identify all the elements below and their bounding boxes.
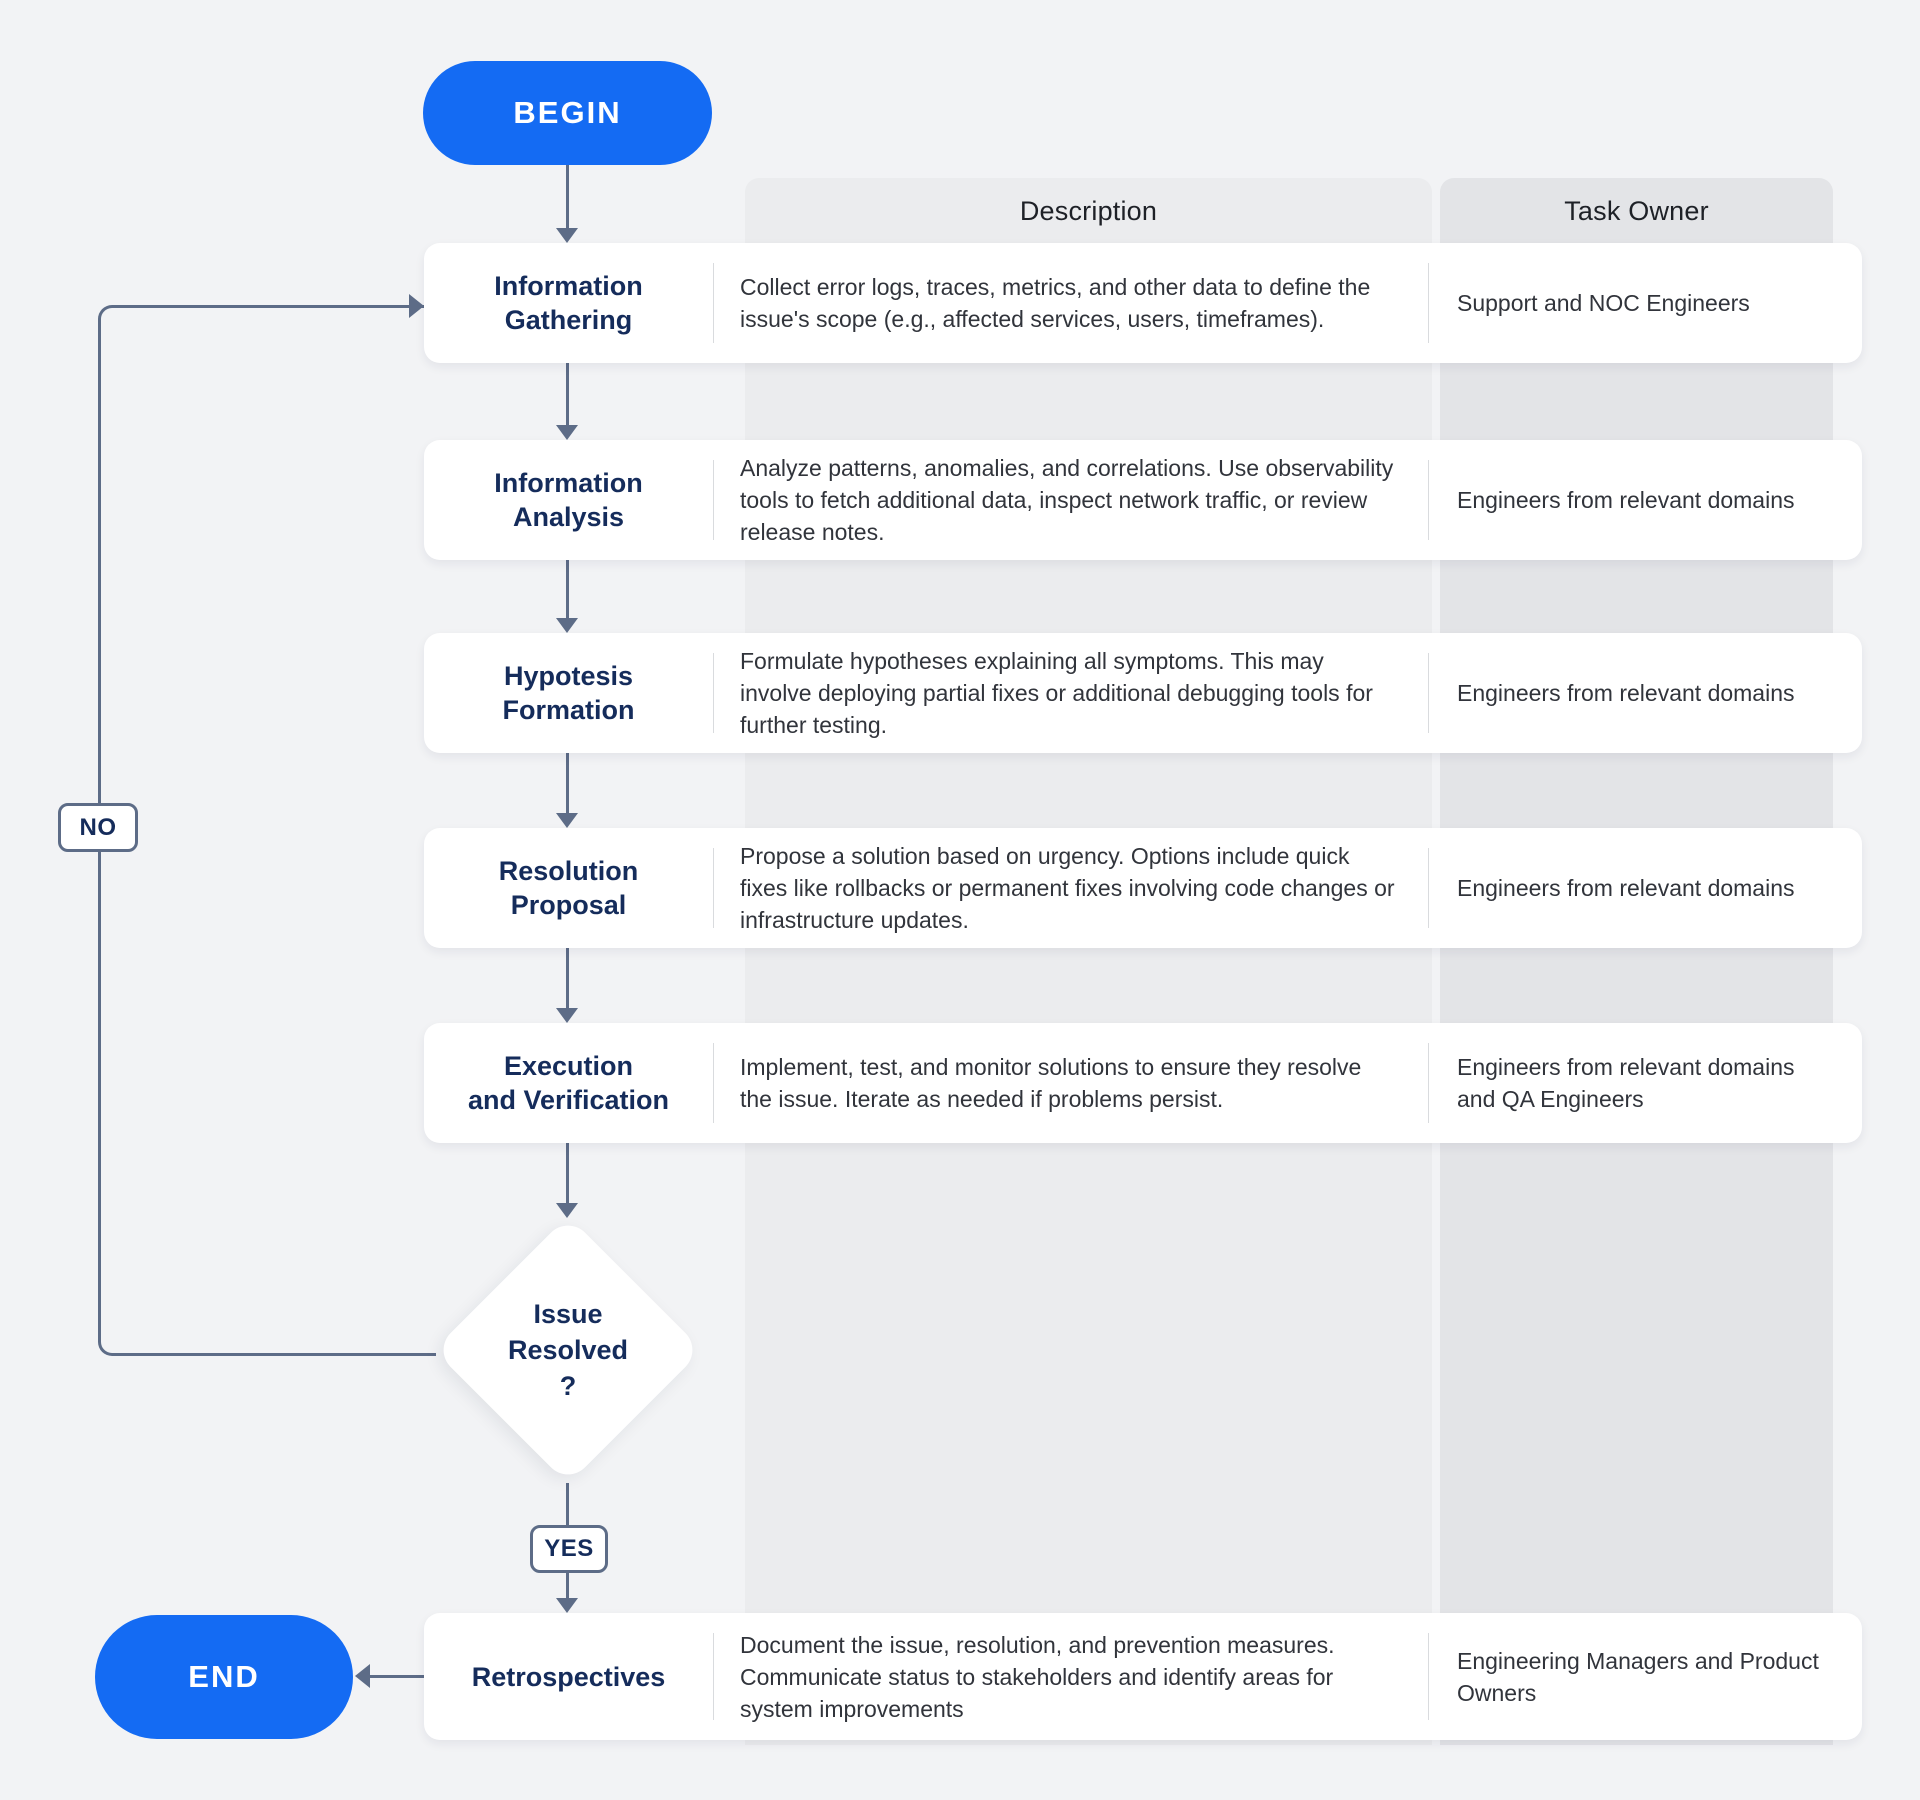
card-divider	[713, 263, 714, 343]
column-band-description	[745, 178, 1432, 1745]
card-divider	[1428, 1043, 1429, 1123]
arrowhead-into-information-gathering	[409, 294, 424, 318]
arrowhead-step4	[556, 813, 578, 828]
step-description: Analyze patterns, anomalies, and correla…	[740, 455, 1394, 545]
arrowhead-step3	[556, 618, 578, 633]
step-owner: Support and NOC Engineers	[1457, 290, 1750, 316]
connector-decision-yes	[566, 1483, 569, 1525]
step-row-execution-verification: Execution and Verification Implement, te…	[424, 1023, 1862, 1143]
connector-step3-step4	[566, 753, 569, 815]
card-divider	[713, 460, 714, 540]
card-divider	[1428, 653, 1429, 733]
step-title: Information Gathering	[494, 271, 643, 335]
connector-step2-step3	[566, 560, 569, 620]
begin-node: BEGIN	[423, 61, 712, 165]
arrowhead-step2	[556, 425, 578, 440]
no-chip: NO	[58, 803, 138, 852]
card-divider	[713, 1633, 714, 1720]
connector-step5-decision	[566, 1143, 569, 1205]
step-row-information-analysis: Information Analysis Analyze patterns, a…	[424, 440, 1862, 560]
step-row-retrospectives: Retrospectives Document the issue, resol…	[424, 1613, 1862, 1740]
column-band-task-owner	[1440, 178, 1833, 1745]
step-owner: Engineers from relevant domains and QA E…	[1457, 1054, 1795, 1112]
step-description: Formulate hypotheses explaining all symp…	[740, 648, 1373, 738]
card-divider	[713, 653, 714, 733]
card-divider	[1428, 460, 1429, 540]
arrowhead-end	[355, 1664, 370, 1688]
card-divider	[713, 848, 714, 928]
card-divider	[1428, 1633, 1429, 1720]
step-owner: Engineers from relevant domains	[1457, 680, 1795, 706]
step-title: Hypotesis Formation	[502, 661, 635, 725]
connector-no-loop	[98, 305, 436, 1356]
arrowhead-decision	[556, 1203, 578, 1218]
arrowhead-step1	[556, 228, 578, 243]
step-title: Resolution Proposal	[498, 856, 639, 920]
step-owner: Engineers from relevant domains	[1457, 487, 1795, 513]
arrowhead-retrospectives	[556, 1598, 578, 1613]
step-owner: Engineering Managers and Product Owners	[1457, 1647, 1819, 1706]
column-header-description: Description	[1019, 195, 1158, 226]
step-title: Information Analysis	[494, 468, 643, 532]
end-node: END	[95, 1615, 353, 1739]
step-description: Collect error logs, traces, metrics, and…	[740, 274, 1371, 332]
step-row-information-gathering: Information Gathering Collect error logs…	[424, 243, 1862, 363]
column-header-task-owner: Task Owner	[1564, 195, 1709, 226]
connector-step1-step2	[566, 363, 569, 427]
card-divider	[1428, 263, 1429, 343]
connector-begin-to-step1	[566, 165, 569, 229]
card-divider	[1428, 848, 1429, 928]
step-description: Propose a solution based on urgency. Opt…	[740, 843, 1395, 933]
step-row-hypotesis-formation: Hypotesis Formation Formulate hypotheses…	[424, 633, 1862, 753]
step-title: Retrospectives	[471, 1661, 666, 1692]
yes-chip: YES	[530, 1525, 608, 1573]
arrowhead-step5	[556, 1008, 578, 1023]
decision-label: Issue Resolved ?	[507, 1299, 629, 1401]
card-divider	[713, 1043, 714, 1123]
step-title: Execution and Verification	[467, 1051, 670, 1115]
step-row-resolution-proposal: Resolution Proposal Propose a solution b…	[424, 828, 1862, 948]
connector-step4-step5	[566, 948, 569, 1010]
connector-retrospectives-end	[368, 1675, 424, 1678]
step-owner: Engineers from relevant domains	[1457, 875, 1795, 901]
step-description: Document the issue, resolution, and prev…	[740, 1631, 1335, 1722]
step-description: Implement, test, and monitor solutions t…	[740, 1054, 1362, 1112]
connector-yes-retrospectives	[566, 1573, 569, 1600]
